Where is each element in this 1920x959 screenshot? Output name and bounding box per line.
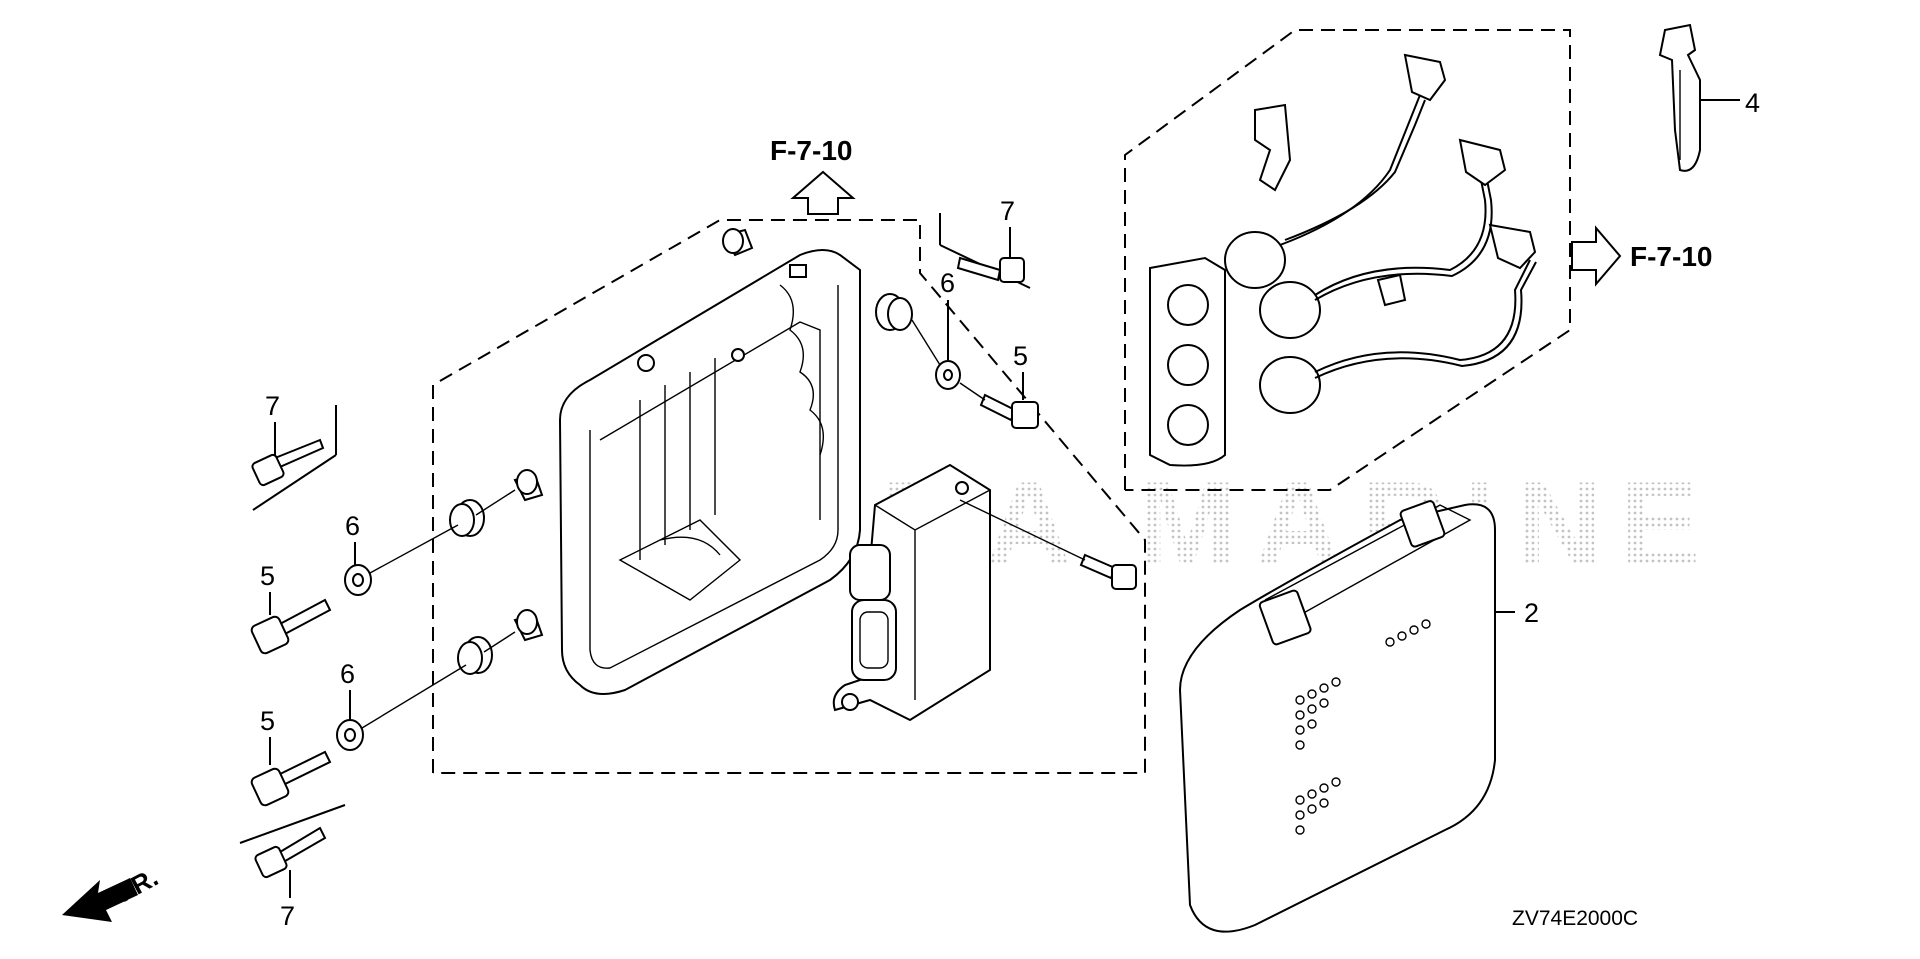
grommet-6-lower	[457, 631, 516, 675]
assembly-box-left	[432, 219, 1146, 774]
grommet-6-right	[875, 293, 913, 331]
bolt-7-bottom-left	[239, 804, 346, 879]
callout-6-left-lower: 6	[340, 659, 355, 689]
clip-part-4	[1658, 23, 1740, 172]
callout-5-right: 5	[1013, 341, 1028, 371]
callout-4: 4	[1745, 88, 1760, 118]
ecu-module	[832, 463, 991, 722]
ref-right-label: F-7-10	[1630, 241, 1712, 272]
ecu-bracket	[558, 249, 861, 695]
front-direction-indicator: FR.	[62, 862, 163, 922]
bolt-ecu	[959, 499, 1137, 590]
reference-right[interactable]: F-7-10	[1571, 225, 1712, 287]
bolt-5-upper-left	[250, 524, 459, 655]
callout-5-left-lower: 5	[260, 706, 275, 736]
ecu-cover-part-2	[1178, 500, 1515, 933]
bolt-5-right	[959, 382, 1039, 429]
ref-top-label: F-7-10	[770, 135, 852, 166]
callouts: 2 4 5 5 5 6 6 6 7 7 7	[260, 88, 1760, 931]
callout-5-left-upper: 5	[260, 561, 275, 591]
bolt-7-top-right	[939, 213, 1031, 289]
assembly-box-wiring	[1124, 29, 1571, 491]
ref-right-arrow-icon	[1571, 225, 1622, 287]
cover-vent-holes	[1295, 619, 1431, 835]
bolt-7-top-left	[251, 405, 337, 511]
front-arrow-icon	[62, 878, 138, 922]
callout-7-bottom-left: 7	[280, 901, 295, 931]
callout-7-top-right: 7	[1000, 196, 1015, 226]
grommet-6-upper	[449, 489, 516, 537]
bolt-5-lower-left	[250, 664, 467, 807]
drawing-code: ZV74E2000C	[1512, 907, 1638, 930]
bracket-pins	[513, 228, 754, 642]
callout-2: 2	[1524, 598, 1539, 628]
ignition-coil-assembly	[1149, 53, 1537, 467]
reference-top[interactable]: F-7-10	[770, 135, 856, 215]
callout-7-top-left: 7	[265, 391, 280, 421]
ref-top-arrow-icon	[790, 170, 856, 215]
callout-6-right: 6	[940, 268, 955, 298]
washer-6-right	[911, 319, 961, 390]
callout-6-left-upper: 6	[345, 511, 360, 541]
